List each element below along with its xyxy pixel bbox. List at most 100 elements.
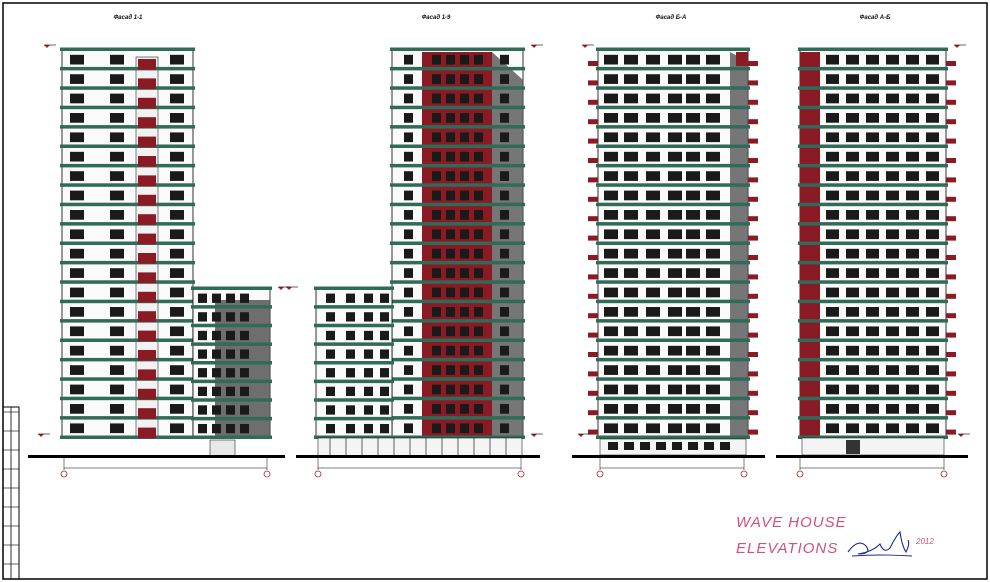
window: [446, 54, 455, 65]
window: [364, 405, 373, 415]
window: [826, 326, 839, 337]
window: [346, 293, 355, 303]
floor-slab: [390, 299, 525, 304]
floor-slab: [798, 416, 948, 420]
window: [846, 190, 859, 201]
window: [110, 345, 124, 356]
window: [212, 386, 221, 397]
window: [474, 229, 483, 240]
floor-slab: [596, 125, 750, 129]
floor-slab: [60, 47, 195, 51]
window: [500, 74, 509, 84]
window: [404, 384, 413, 395]
window: [846, 54, 859, 65]
window: [926, 404, 939, 414]
window: [70, 326, 84, 337]
balcony-edge: [748, 429, 758, 435]
window: [212, 368, 221, 378]
floor-slab: [596, 280, 750, 284]
window: [866, 268, 879, 278]
level-mark: [44, 45, 50, 48]
window: [826, 93, 839, 104]
window: [226, 330, 235, 341]
window: [404, 74, 413, 84]
window: [646, 365, 660, 375]
window: [686, 268, 700, 278]
window: [866, 229, 879, 240]
balcony-edge: [946, 429, 956, 435]
window: [926, 93, 939, 104]
window: [500, 404, 509, 414]
window: [70, 113, 84, 123]
ground-floor: [801, 437, 945, 456]
floor-slab: [390, 86, 525, 90]
window: [70, 268, 84, 278]
window: [846, 151, 859, 162]
floor-slab: [596, 357, 750, 362]
window: [226, 312, 235, 322]
ground-window: [688, 442, 698, 450]
floor-slab: [390, 377, 525, 381]
balcony-edge: [748, 410, 758, 416]
stair-landing: [138, 59, 156, 70]
window: [198, 330, 207, 341]
window: [926, 365, 939, 375]
window: [198, 386, 207, 397]
balcony-edge: [748, 177, 758, 183]
floor-slab: [60, 125, 195, 129]
window: [686, 132, 700, 143]
window: [240, 423, 249, 434]
window: [326, 423, 335, 434]
corner-accent: [736, 52, 748, 66]
ground-line: [296, 455, 540, 458]
window: [346, 368, 355, 378]
window: [686, 345, 700, 356]
window: [432, 287, 441, 298]
window: [846, 113, 859, 123]
window: [364, 312, 373, 322]
window: [70, 151, 84, 162]
window: [212, 293, 221, 303]
floor-slab: [390, 260, 525, 265]
window: [604, 113, 618, 123]
floor-slab: [60, 163, 195, 168]
window: [170, 229, 184, 240]
window: [500, 93, 509, 104]
window: [604, 345, 618, 356]
window: [826, 210, 839, 220]
floor-slab: [798, 377, 948, 381]
window: [706, 326, 720, 337]
window: [70, 404, 84, 414]
floor-slab: [798, 105, 948, 110]
level-mark: [582, 45, 588, 48]
window: [624, 384, 638, 395]
elevation-1: [28, 44, 290, 478]
window: [240, 349, 249, 359]
window: [624, 210, 638, 220]
balcony-edge: [588, 61, 598, 66]
window: [500, 190, 509, 201]
window: [624, 132, 638, 143]
window: [886, 307, 899, 317]
window: [706, 93, 720, 104]
floor-slab: [596, 260, 750, 265]
window: [604, 268, 618, 278]
balcony-edge: [588, 235, 598, 241]
floor-slab: [596, 105, 750, 110]
window: [846, 326, 859, 337]
balcony-edge: [588, 255, 598, 260]
window: [460, 171, 469, 181]
window: [886, 113, 899, 123]
window: [110, 113, 124, 123]
window: [886, 190, 899, 201]
window: [404, 307, 413, 317]
elevation-4: [776, 44, 970, 478]
floor-slab: [596, 86, 750, 90]
window: [500, 171, 509, 181]
window: [432, 404, 441, 414]
window: [624, 307, 638, 317]
stair-landing: [138, 427, 156, 439]
ground-line: [776, 455, 968, 458]
ground-window: [624, 442, 634, 450]
